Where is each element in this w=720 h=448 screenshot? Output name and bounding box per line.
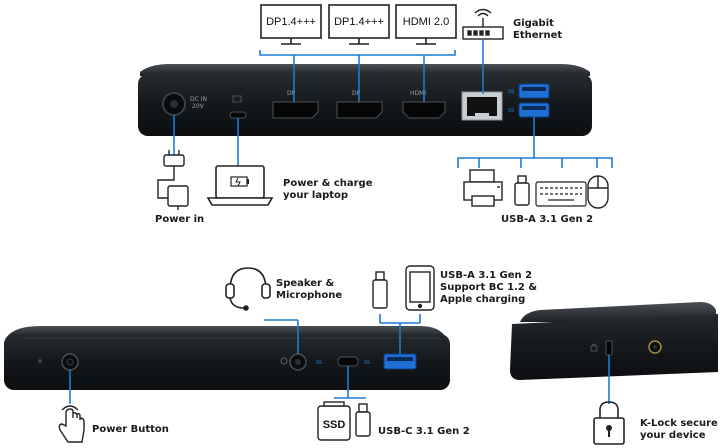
monitor-1-label: DP1.4+++ — [266, 16, 316, 28]
power-charge-laptop-line-2: your laptop — [283, 190, 349, 201]
usb-a-rear-connector-lines — [457, 117, 613, 168]
side-dc-jack — [648, 340, 662, 354]
ssd-label: SSD — [323, 419, 346, 431]
smartphone-icon — [405, 265, 435, 311]
monitor-icon-3: HDMI 2.0 — [395, 4, 457, 45]
dp-port-label-1: DP — [287, 90, 296, 97]
power-in-label: Power in — [155, 214, 205, 225]
power-button-label: Power Button — [92, 424, 169, 435]
dp-port-label-2: DP — [352, 90, 361, 97]
router-icon — [462, 8, 504, 40]
padlock-icon — [593, 401, 625, 445]
usb-c-front-port — [337, 356, 359, 367]
headset-icon — [225, 267, 271, 311]
printer-icon — [463, 169, 503, 207]
ss-label-rear-1: SS — [508, 89, 514, 95]
power-charge-laptop-label: Power & charge your laptop — [283, 178, 373, 202]
dc-in-port — [162, 92, 186, 116]
usb-a-front-connector-split — [379, 314, 421, 324]
k-lock-label: K-Lock secure your device — [640, 418, 718, 442]
mouse-icon — [587, 175, 609, 209]
usb-a-front-line-3: Apple charging — [440, 294, 526, 305]
keyboard-icon — [535, 181, 587, 207]
usb-a-front-port — [383, 353, 417, 370]
power-button-port — [38, 353, 79, 371]
monitor-connector-lines — [259, 50, 456, 102]
speaker-microphone-line-2: Microphone — [276, 290, 343, 301]
dp-port-1 — [272, 101, 319, 119]
audio-jack — [280, 353, 307, 371]
dock-side-view — [510, 302, 718, 380]
dc-in-label: DC IN — [190, 96, 207, 103]
usb-c-label: USB-C 3.1 Gen 2 — [378, 426, 470, 437]
usb-a-front-line-1: USB-A 3.1 Gen 2 — [440, 270, 533, 281]
ssd-icon: SSD — [317, 401, 351, 441]
monitor-icon-1: DP1.4+++ — [260, 4, 322, 45]
ss-label-rear-2: SS — [508, 108, 514, 114]
dock-front-view: SS SS — [4, 326, 450, 390]
ss-label-front-a: SS — [364, 360, 370, 366]
usb-a-stick-icon — [372, 271, 388, 309]
hdmi-port-label: HDMI — [410, 90, 426, 97]
k-lock-line-2: your device — [640, 430, 706, 441]
power-charge-laptop-line-1: Power & charge — [283, 178, 373, 189]
k-lock-line-1: K-Lock secure — [640, 418, 718, 429]
hand-pointer-icon — [58, 405, 85, 443]
laptop-icon — [206, 165, 274, 206]
speaker-microphone-line-1: Speaker & — [276, 278, 335, 289]
power-adapter-icon — [157, 150, 189, 210]
ethernet-port — [461, 91, 503, 121]
monitor-2-label: DP1.4+++ — [334, 16, 384, 28]
speaker-microphone-label: Speaker & Microphone — [276, 278, 342, 302]
gigabit-ethernet-label: Gigabit Ethernet — [513, 18, 562, 42]
hdmi-port — [402, 101, 446, 119]
gigabit-ethernet-label-line-1: Gigabit — [513, 18, 554, 29]
usb-stick-icon — [514, 175, 530, 206]
ss-label-front-c: SS — [316, 360, 322, 366]
usb-a-front-line-2: Support BC 1.2 & — [440, 282, 538, 293]
usb-a-rear-ports: SS SS — [508, 83, 550, 118]
usb-a-rear-label: USB-A 3.1 Gen 2 — [501, 214, 594, 225]
gigabit-ethernet-label-line-2: Ethernet — [513, 30, 563, 41]
usb-c-stick-icon — [355, 403, 371, 437]
monitor-icon-2: DP1.4+++ — [328, 4, 390, 45]
monitor-3-label: HDMI 2.0 — [403, 16, 449, 28]
usb-a-front-label: USB-A 3.1 Gen 2 Support BC 1.2 & Apple c… — [440, 270, 537, 306]
dp-port-2 — [336, 101, 383, 119]
dc-in-volt-label: 20V — [192, 103, 205, 110]
dock-rear-view: DC IN 20V DP DP HDMI SS SS — [138, 64, 592, 136]
